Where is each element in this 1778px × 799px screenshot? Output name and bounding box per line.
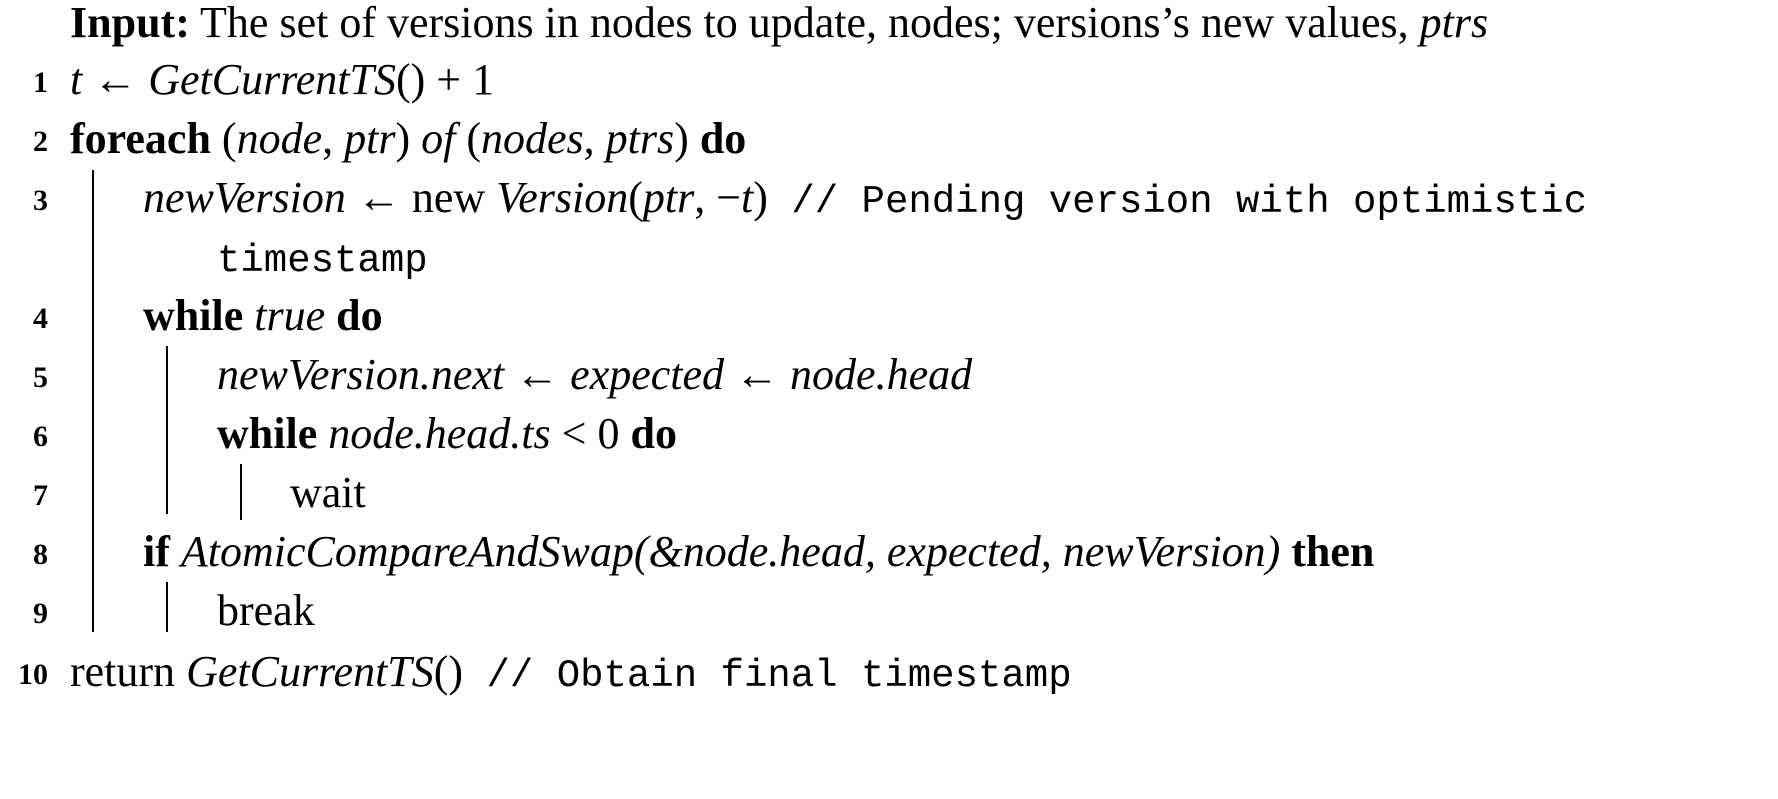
- func-version: Version: [496, 173, 629, 222]
- line-number-2: 2: [33, 125, 48, 158]
- statement-break: break: [217, 586, 315, 635]
- comment-final-timestamp: // Obtain final timestamp: [463, 654, 1072, 698]
- literal-true: true: [254, 291, 326, 340]
- keyword-do: do: [630, 409, 677, 458]
- line-number-1: 1: [33, 66, 48, 99]
- code-line-8: if AtomicCompareAndSwap(&node.head, expe…: [143, 522, 1374, 582]
- keyword-foreach: foreach: [70, 114, 211, 163]
- code-line-1: t ← GetCurrentTS() + 1: [70, 50, 494, 110]
- var-newversion-next: newVersion.next: [217, 350, 505, 399]
- keyword-while: while: [217, 409, 318, 458]
- var-nodes: nodes: [481, 114, 584, 163]
- line-number-8: 8: [33, 538, 48, 571]
- line-number-5: 5: [33, 361, 48, 394]
- foreach-block-bar: [92, 170, 94, 632]
- paren-close: ): [753, 173, 768, 222]
- code-line-2: foreach (node, ptr) of (nodes, ptrs) do: [70, 109, 746, 169]
- var-t: t: [741, 173, 754, 222]
- keyword-return: return: [70, 647, 187, 696]
- paren-open: (: [628, 173, 643, 222]
- keyword-do: do: [336, 291, 383, 340]
- input-line: Input: The set of versions in nodes to u…: [70, 0, 1488, 53]
- input-var: ptrs: [1419, 0, 1489, 47]
- keyword-while: while: [143, 291, 244, 340]
- var-node-head: node.head: [790, 350, 973, 399]
- assign-arrow: ←: [724, 350, 791, 399]
- var-node: node: [236, 114, 323, 163]
- var-expected: expected: [570, 350, 725, 399]
- paren-close: ): [674, 114, 700, 163]
- var-newversion: newVersion: [143, 173, 346, 222]
- line-number-4: 4: [33, 302, 48, 335]
- comma: ,: [583, 114, 606, 163]
- func-atomic-cas: AtomicCompareAndSwap: [180, 527, 634, 576]
- line-number-6: 6: [33, 420, 48, 453]
- assign-arrow: ←: [82, 55, 149, 104]
- compare-less-zero: < 0: [550, 409, 631, 458]
- var-node-head-ts: node.head.ts: [328, 409, 551, 458]
- if-block-bar: [166, 582, 168, 632]
- call-suffix: () + 1: [395, 55, 495, 104]
- inner-while-block-bar: [240, 464, 242, 520]
- statement-wait: wait: [290, 468, 366, 517]
- line-number-7: 7: [33, 479, 48, 512]
- line-number-10: 10: [18, 658, 48, 691]
- paren-open: (: [455, 114, 482, 163]
- code-line-3: newVersion ← new Version(ptr, −t) // Pen…: [143, 168, 1587, 228]
- keyword-if: if: [143, 527, 170, 576]
- while-block-bar: [166, 346, 168, 514]
- call-parens: (): [433, 647, 464, 696]
- keyword-then: then: [1291, 527, 1375, 576]
- paren-amp: (&: [633, 527, 683, 576]
- comment-pending: // Pending version with optimistic: [767, 180, 1588, 224]
- code-line-3-cont: timestamp: [217, 227, 428, 287]
- func-getcurrentts: GetCurrentTS: [148, 55, 396, 104]
- code-line-10: return GetCurrentTS() // Obtain final ti…: [70, 642, 1072, 702]
- var-ptrs: ptrs: [605, 114, 675, 163]
- paren-close: ): [395, 114, 422, 163]
- input-label: Input:: [70, 0, 190, 47]
- comment-timestamp: timestamp: [217, 239, 428, 283]
- keyword-do: do: [699, 114, 747, 163]
- comma: ,: [322, 114, 345, 163]
- var-t: t: [70, 55, 83, 104]
- input-text: The set of versions in nodes to update, …: [189, 0, 1420, 47]
- var-ptr: ptr: [642, 173, 695, 222]
- code-line-7: wait: [290, 463, 366, 523]
- cas-args: node.head, expected, newVersion: [682, 527, 1266, 576]
- code-line-9: break: [217, 581, 315, 641]
- assign-arrow: ←: [504, 350, 571, 399]
- var-ptr: ptr: [344, 114, 396, 163]
- paren-close: ): [1265, 527, 1281, 576]
- code-line-5: newVersion.next ← expected ← node.head: [217, 345, 972, 405]
- keyword-of: of: [421, 114, 456, 163]
- line-number-3: 3: [33, 184, 48, 217]
- func-getcurrentts: GetCurrentTS: [186, 647, 434, 696]
- assign-new: ← new: [345, 173, 497, 222]
- line-number-9: 9: [33, 597, 48, 630]
- comma-minus: , −: [694, 173, 742, 222]
- paren-open: (: [210, 114, 237, 163]
- code-line-4: while true do: [143, 286, 383, 346]
- code-line-6: while node.head.ts < 0 do: [217, 404, 677, 464]
